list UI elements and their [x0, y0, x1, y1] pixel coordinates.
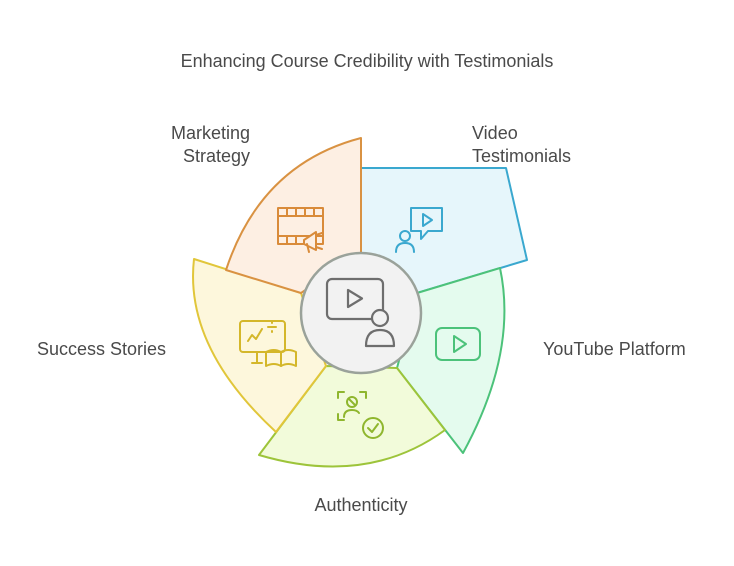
label-youtube-platform: YouTube Platform	[543, 339, 686, 359]
segment-success-stories[interactable]	[192, 258, 327, 433]
label-marketing-strategy: Marketing Strategy	[171, 122, 250, 168]
video-presenter-icon	[325, 277, 396, 348]
label-line: Video	[472, 123, 518, 143]
label-line: Strategy	[182, 146, 250, 166]
verified-person-icon	[337, 391, 384, 439]
learning-chart-icon	[239, 320, 297, 367]
segment-authenticity[interactable]	[258, 365, 446, 468]
label-line: Testimonials	[472, 146, 572, 166]
video-testimonial-icon	[395, 207, 443, 253]
play-button-icon	[435, 327, 481, 361]
campaign-film-icon	[277, 207, 324, 253]
label-success-stories: Success Stories	[37, 339, 167, 359]
diagram-title: Enhancing Course Credibility with Testim…	[180, 51, 554, 71]
label-authenticity: Authenticity	[314, 495, 408, 515]
label-video-testimonials: Video Testimonials	[472, 122, 571, 168]
label-line: Marketing	[170, 123, 250, 143]
